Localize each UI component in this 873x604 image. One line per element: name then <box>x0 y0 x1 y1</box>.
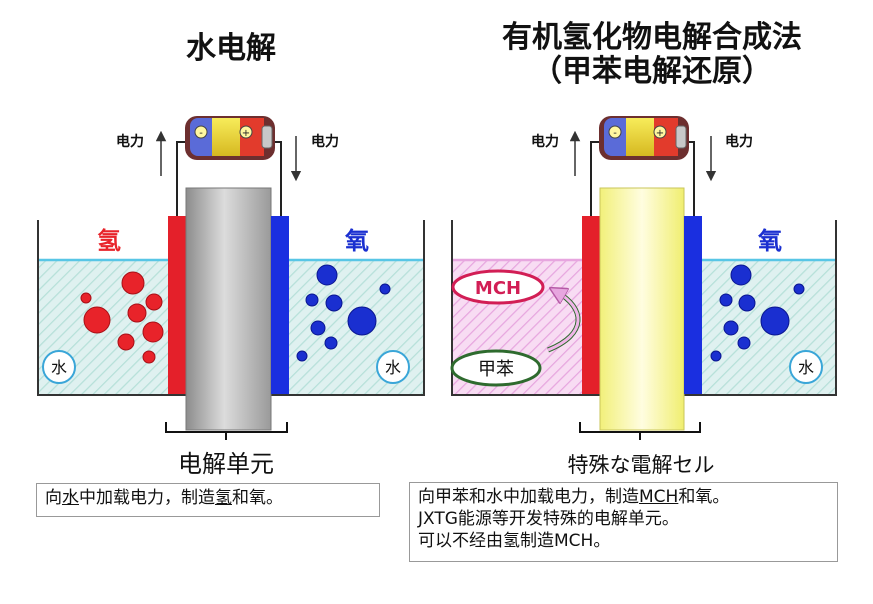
right-power-label-right: 电力 <box>725 133 753 150</box>
right-water-badge: 水 <box>789 350 823 384</box>
left-power-label-right: 电力 <box>311 133 339 150</box>
right-oxygen-label: 氧 <box>758 227 782 255</box>
battery-icon-right: - + <box>599 116 689 160</box>
toluene-bubble: 甲苯 <box>450 349 542 387</box>
right-title-line1: 有机氢化物电解合成法 <box>502 20 802 55</box>
left-unit-bracket <box>165 422 288 440</box>
left-caption-line: 向水中加载电力，制造氢和氧。 <box>45 488 283 508</box>
oxygen-bubbles-right <box>710 264 805 362</box>
svg-text:水: 水 <box>51 358 67 377</box>
left-oxygen-label: 氧 <box>345 227 369 255</box>
hydrogen-bubbles <box>80 271 164 364</box>
right-caption-line1: 向甲苯和水中加载电力，制造MCH和氧。 <box>418 487 730 507</box>
left-title: 水电解 <box>186 31 276 66</box>
left-anode <box>271 216 289 394</box>
battery-icon: - + <box>185 116 275 160</box>
right-caption: 向甲苯和水中加载电力，制造MCH和氧。 JXTG能源等开发特殊的电解单元。 可以… <box>409 482 838 562</box>
left-cathode <box>168 216 186 394</box>
right-caption-line2: JXTG能源等开发特殊的电解单元。 <box>418 509 679 529</box>
left-membrane <box>185 187 272 431</box>
left-power-label-left: 电力 <box>116 133 144 150</box>
mch-bubble: MCH <box>451 269 545 305</box>
right-power-label-left: 电力 <box>531 133 559 150</box>
svg-text:水: 水 <box>798 358 814 377</box>
svg-text:-: - <box>199 128 203 139</box>
left-caption: 向水中加载电力，制造氢和氧。 <box>36 483 380 517</box>
left-unit-label: 电解单元 <box>178 450 274 478</box>
oxygen-bubbles <box>296 264 391 362</box>
right-unit-label: 特殊な電解セル <box>568 453 715 477</box>
svg-text:-: - <box>613 128 617 139</box>
right-caption-line3: 可以不经由氢制造MCH。 <box>418 531 611 551</box>
right-water-badge-left-diagram: 水 <box>376 350 410 384</box>
right-cathode <box>582 216 600 394</box>
svg-text:MCH: MCH <box>475 278 521 299</box>
right-anode <box>684 216 702 394</box>
right-title-line2: （甲苯电解还原） <box>532 54 772 89</box>
svg-text:甲苯: 甲苯 <box>478 359 514 380</box>
svg-text:水: 水 <box>385 358 401 377</box>
svg-text:+: + <box>242 128 250 139</box>
left-water-badge: 水 <box>42 350 76 384</box>
left-hydrogen-label: 氢 <box>97 227 121 255</box>
right-unit-bracket <box>579 422 701 440</box>
right-membrane <box>599 187 685 431</box>
svg-text:+: + <box>656 128 664 139</box>
